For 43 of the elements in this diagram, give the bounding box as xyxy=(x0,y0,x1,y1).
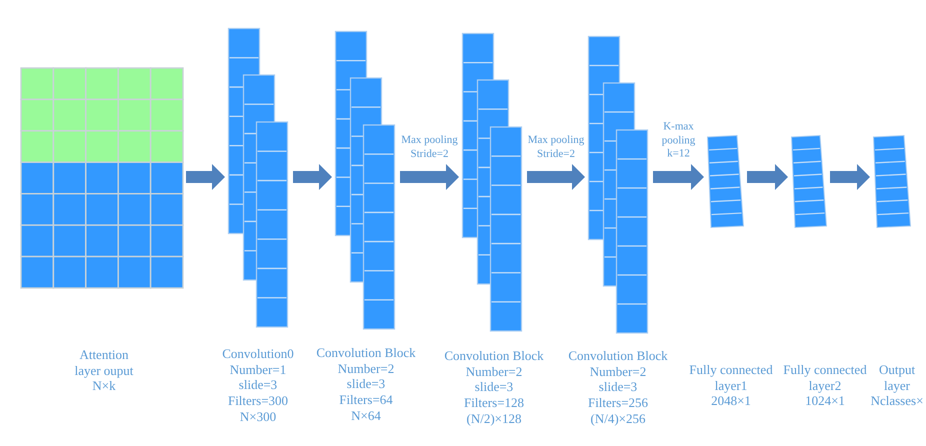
layer-caption: Filters=64 xyxy=(339,392,393,408)
layer-caption: Number=2 xyxy=(466,364,522,380)
feature-matrix xyxy=(21,68,183,288)
layer-caption: Filters=300 xyxy=(228,393,288,409)
neuron-layer-bar xyxy=(707,135,744,228)
layer-caption: 2048×1 xyxy=(711,393,751,410)
arrow xyxy=(400,164,459,190)
feature-map-stack xyxy=(588,36,650,334)
layer-caption: Convolution Block xyxy=(568,348,668,364)
layer-caption: N×300 xyxy=(240,408,276,425)
layer-caption: Fully connected layer1 xyxy=(688,362,774,394)
layer-caption: N×k xyxy=(92,378,116,394)
arrow xyxy=(747,164,788,190)
layer-caption: Convolution Block xyxy=(316,345,416,361)
arrow xyxy=(293,164,332,190)
layer-caption: slide=3 xyxy=(238,377,278,394)
layer-caption: Output layer xyxy=(878,362,916,394)
layer-caption: Number=2 xyxy=(338,360,394,376)
arrow xyxy=(186,164,225,190)
arrow xyxy=(653,164,704,190)
feature-map-stack xyxy=(228,28,290,328)
feature-map-stack xyxy=(462,33,524,332)
layer-caption: Filters=256 xyxy=(588,395,648,411)
layer-caption: Convolution0 xyxy=(222,346,294,362)
layer-caption: slide=3 xyxy=(598,379,638,396)
arrow xyxy=(830,164,870,190)
layer-caption: (N/2)×128 xyxy=(466,410,522,427)
layer-caption: slide=3 xyxy=(346,376,386,392)
neuron-layer-bar xyxy=(873,135,911,228)
layer-caption: Attention layer ouput xyxy=(74,347,134,378)
layer-caption: Number=2 xyxy=(590,364,646,380)
layer-caption: Number=1 xyxy=(230,362,286,378)
layer-caption: N×64 xyxy=(351,408,381,424)
feature-map-stack xyxy=(335,31,397,330)
layer-caption: Convolution Block xyxy=(444,348,544,364)
layer-caption: Fully connected layer2 xyxy=(782,362,868,394)
layer-caption: (N/4)×256 xyxy=(590,410,646,427)
layer-caption: Nclasses× xyxy=(870,393,924,410)
layer-caption: 1024×1 xyxy=(805,393,845,410)
neuron-layer-bar xyxy=(791,135,827,228)
arrow xyxy=(527,164,585,190)
layer-caption: Filters=128 xyxy=(464,395,524,411)
layer-caption: slide=3 xyxy=(474,379,514,396)
